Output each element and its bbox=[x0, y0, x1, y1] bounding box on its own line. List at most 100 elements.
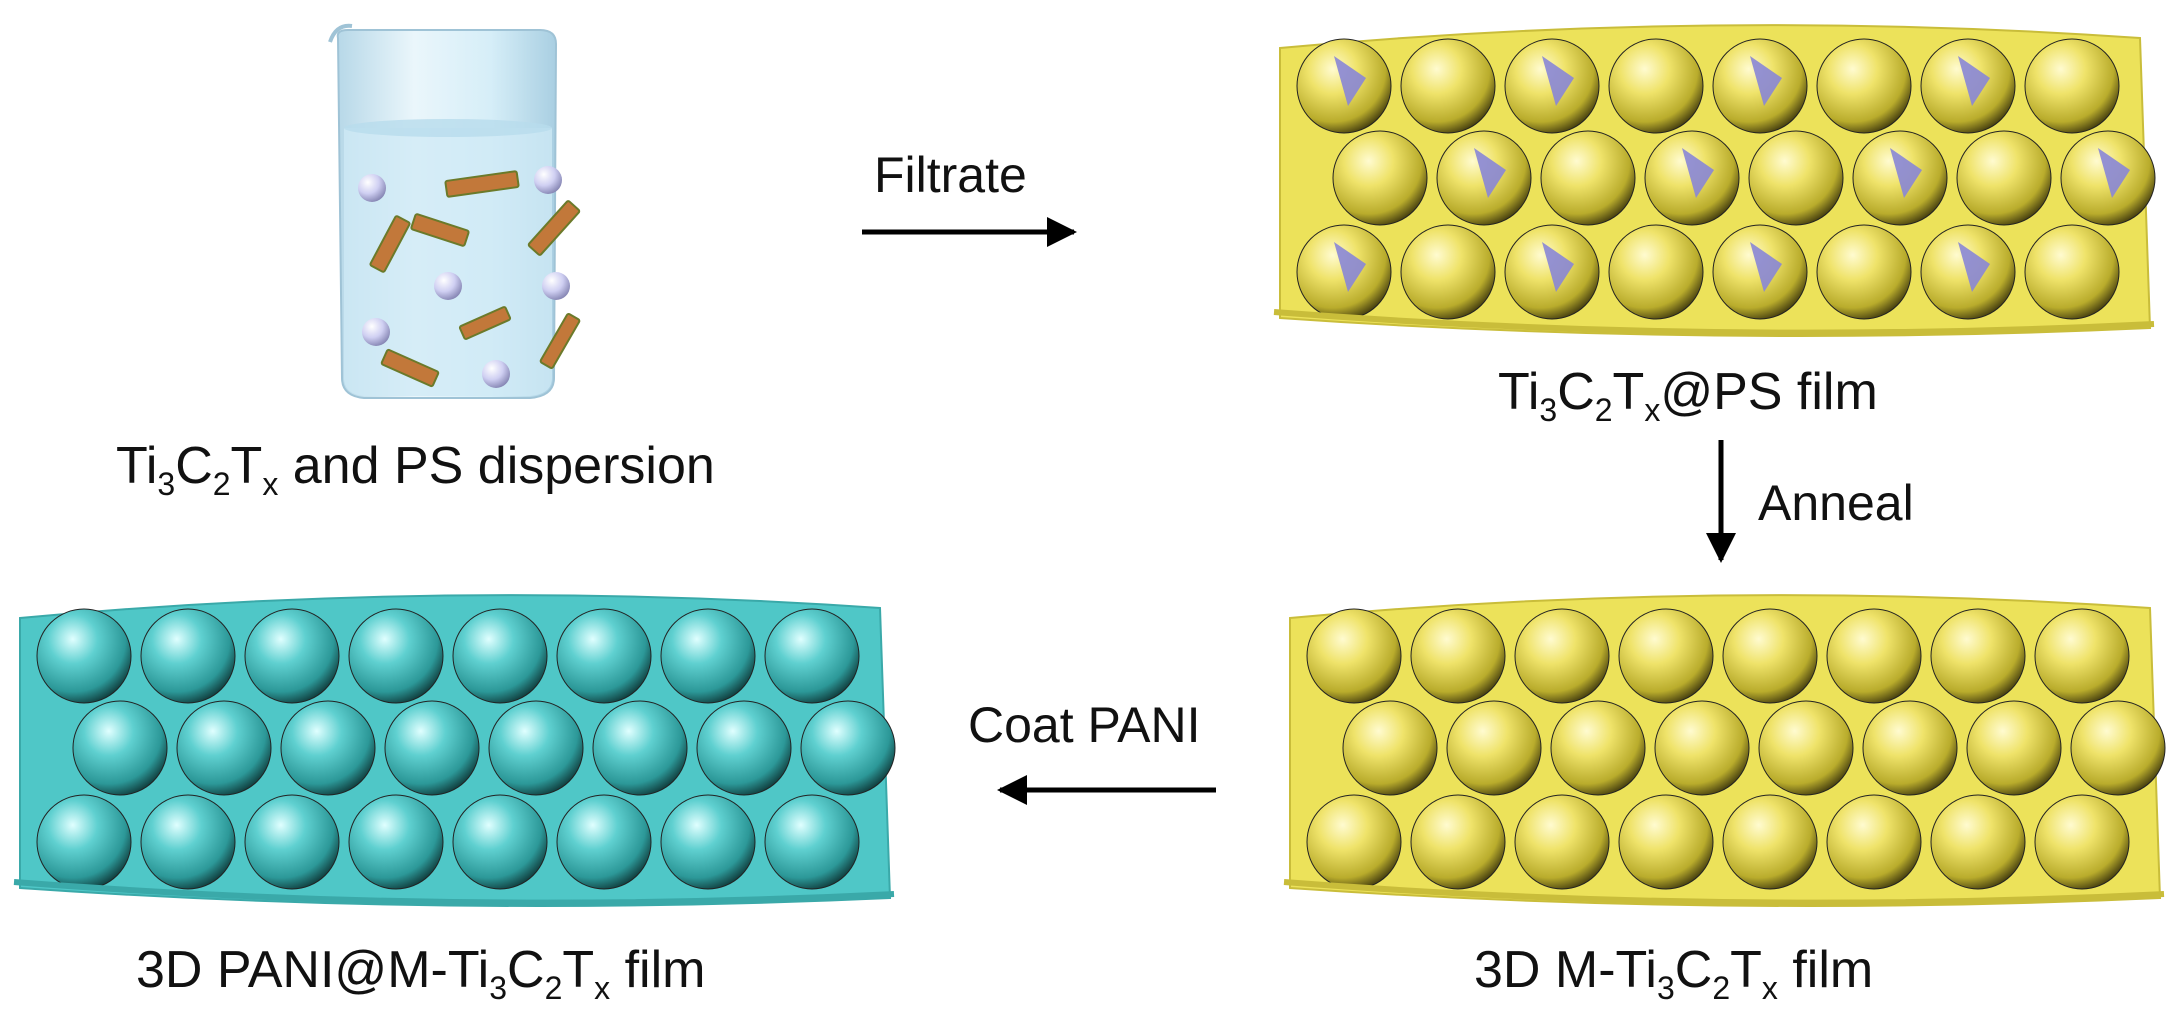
film-sphere bbox=[1862, 700, 1958, 796]
film-sphere bbox=[488, 700, 584, 796]
film-sphere bbox=[1306, 794, 1402, 890]
m-film-illustration bbox=[1283, 594, 2166, 907]
film-sphere bbox=[1654, 700, 1750, 796]
ps-film-illustration bbox=[1273, 24, 2156, 337]
film-sphere bbox=[1826, 608, 1922, 704]
film-rim bbox=[1273, 309, 2155, 336]
film-sphere bbox=[2034, 608, 2130, 704]
film-sphere bbox=[556, 794, 652, 890]
liquid-surface bbox=[344, 119, 552, 137]
film-sphere bbox=[1956, 130, 2052, 226]
film-sphere bbox=[1550, 700, 1646, 796]
film-sphere bbox=[1826, 794, 1922, 890]
film-rim bbox=[1283, 879, 2165, 906]
ps-bead bbox=[534, 166, 562, 194]
mxene-flake bbox=[380, 348, 440, 388]
mxene-flake bbox=[527, 200, 581, 256]
film-sphere bbox=[1722, 794, 1818, 890]
ps-patch bbox=[1750, 56, 1782, 106]
film-sphere bbox=[452, 608, 548, 704]
film-sphere bbox=[1930, 608, 2026, 704]
film-sphere bbox=[1410, 608, 1506, 704]
ps-patch bbox=[1542, 242, 1574, 292]
film-sphere bbox=[764, 794, 860, 890]
film-sphere bbox=[244, 608, 340, 704]
ps-patch bbox=[1890, 148, 1922, 198]
film-sphere bbox=[1618, 608, 1714, 704]
film-sphere bbox=[348, 794, 444, 890]
film-sphere bbox=[592, 700, 688, 796]
film-sphere bbox=[1618, 794, 1714, 890]
film-sphere bbox=[348, 608, 444, 704]
film-sphere bbox=[1722, 608, 1818, 704]
ps-bead bbox=[358, 174, 386, 202]
film-sphere bbox=[800, 700, 896, 796]
mxene-flake bbox=[444, 170, 520, 198]
film-sphere bbox=[176, 700, 272, 796]
film-sphere bbox=[660, 794, 756, 890]
pani-film-illustration bbox=[13, 594, 896, 907]
film-sphere bbox=[140, 608, 236, 704]
film-sphere bbox=[1410, 794, 1506, 890]
film-sphere bbox=[452, 794, 548, 890]
filtrate-step-label: Filtrate bbox=[874, 147, 1027, 203]
film-sphere bbox=[1540, 130, 1636, 226]
film-sphere bbox=[1514, 608, 1610, 704]
film-sphere bbox=[764, 608, 860, 704]
film-sphere bbox=[384, 700, 480, 796]
pani-film-caption: 3D PANI@M-Ti3C2Tx film bbox=[136, 941, 706, 1006]
film-sphere bbox=[2070, 700, 2166, 796]
ps-bead bbox=[362, 318, 390, 346]
ps-patch bbox=[2098, 148, 2130, 198]
beaker-spout bbox=[328, 23, 353, 43]
dispersion-caption: Ti3C2Tx and PS dispersion bbox=[116, 437, 715, 502]
film-sphere bbox=[556, 608, 652, 704]
anneal-step-label: Anneal bbox=[1758, 475, 1914, 531]
beaker-illustration bbox=[328, 23, 581, 399]
film-sphere bbox=[2024, 224, 2120, 320]
film-rim bbox=[13, 879, 895, 906]
film-sphere bbox=[1400, 38, 1496, 134]
film-sphere bbox=[36, 608, 132, 704]
film-sphere bbox=[2024, 38, 2120, 134]
film-sphere bbox=[1816, 224, 1912, 320]
ps-patch bbox=[1958, 242, 1990, 292]
film-sphere bbox=[1816, 38, 1912, 134]
ps-patch bbox=[1958, 56, 1990, 106]
coat-step-label: Coat PANI bbox=[968, 697, 1201, 753]
ps-film-caption: Ti3C2Tx@PS film bbox=[1498, 363, 1878, 428]
ps-patch bbox=[1474, 148, 1506, 198]
film-sphere bbox=[1400, 224, 1496, 320]
ps-patch bbox=[1542, 56, 1574, 106]
film-sphere bbox=[696, 700, 792, 796]
film-sphere bbox=[280, 700, 376, 796]
ps-bead bbox=[482, 360, 510, 388]
film-sphere bbox=[244, 794, 340, 890]
film-sphere bbox=[72, 700, 168, 796]
film-sphere bbox=[1446, 700, 1542, 796]
film-sphere bbox=[2034, 794, 2130, 890]
ps-patch bbox=[1682, 148, 1714, 198]
ps-patch bbox=[1750, 242, 1782, 292]
mxene-flake bbox=[369, 215, 411, 273]
mxene-flake bbox=[410, 213, 470, 247]
film-sphere bbox=[1748, 130, 1844, 226]
film-sphere bbox=[660, 608, 756, 704]
film-sphere bbox=[1758, 700, 1854, 796]
film-sphere bbox=[1342, 700, 1438, 796]
m-film-caption: 3D M-Ti3C2Tx film bbox=[1474, 941, 1874, 1006]
mxene-flake bbox=[458, 306, 512, 340]
ps-bead bbox=[542, 272, 570, 300]
ps-patch bbox=[1334, 242, 1366, 292]
film-sphere bbox=[1608, 224, 1704, 320]
film-sphere bbox=[1930, 794, 2026, 890]
film-sphere bbox=[1514, 794, 1610, 890]
film-sphere bbox=[1306, 608, 1402, 704]
ps-patch bbox=[1334, 56, 1366, 106]
mxene-flake bbox=[539, 312, 581, 370]
film-sphere bbox=[1332, 130, 1428, 226]
film-sphere bbox=[1966, 700, 2062, 796]
ps-bead bbox=[434, 272, 462, 300]
film-sphere bbox=[1608, 38, 1704, 134]
